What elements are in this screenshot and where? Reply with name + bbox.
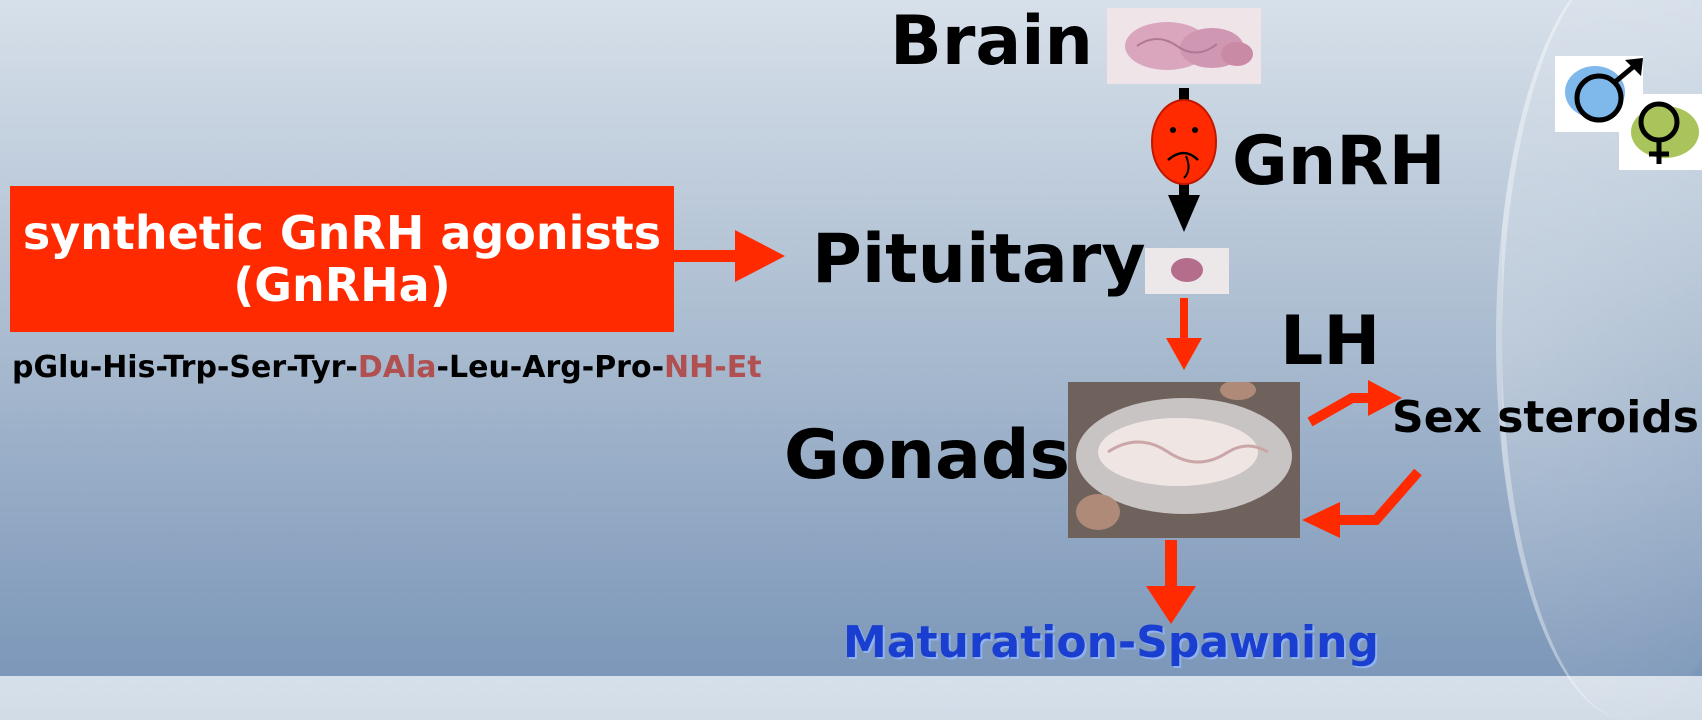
maturation-spawning-label: Maturation-Spawning bbox=[843, 617, 1379, 668]
sex-steroids-label: Sex steroids bbox=[1392, 392, 1699, 443]
gonads-label: Gonads bbox=[784, 416, 1070, 495]
sequence-part2: -Leu-Arg-Pro- bbox=[437, 350, 665, 385]
sad-face-icon bbox=[1152, 100, 1216, 184]
steroids-feedback-arrowhead bbox=[1302, 502, 1340, 538]
gnrh-label: GnRH bbox=[1232, 122, 1446, 201]
agonist-box: synthetic GnRH agonists (GnRHa) bbox=[10, 186, 674, 332]
sequence-mod2: NH-Et bbox=[664, 350, 762, 385]
flow-arrows bbox=[0, 0, 1702, 676]
pituitary-label: Pituitary bbox=[812, 220, 1146, 299]
pituitary-photo bbox=[1145, 248, 1229, 294]
brain-photo bbox=[1107, 8, 1261, 84]
agonist-line2: (GnRHa) bbox=[23, 259, 661, 311]
sequence-part1: pGlu-His-Trp-Ser-Tyr- bbox=[12, 350, 358, 385]
sequence-mod1: DAla bbox=[358, 350, 437, 385]
gonads-to-steroids-arrow bbox=[1310, 398, 1375, 422]
gonads-photo bbox=[1068, 382, 1300, 538]
brain-to-pituitary-arrowhead bbox=[1168, 195, 1200, 232]
brain-label: Brain bbox=[890, 2, 1093, 81]
pituitary-to-gonads-arrowhead bbox=[1166, 338, 1202, 370]
sex-symbols-icon bbox=[1555, 56, 1702, 170]
lh-label: LH bbox=[1280, 302, 1380, 381]
agonist-to-pituitary-arrowhead bbox=[735, 230, 785, 282]
gnrha-sequence: pGlu-His-Trp-Ser-Tyr-DAla-Leu-Arg-Pro-NH… bbox=[12, 350, 762, 385]
steroids-feedback-arrow bbox=[1336, 472, 1418, 520]
agonist-line1: synthetic GnRH agonists bbox=[23, 207, 661, 259]
